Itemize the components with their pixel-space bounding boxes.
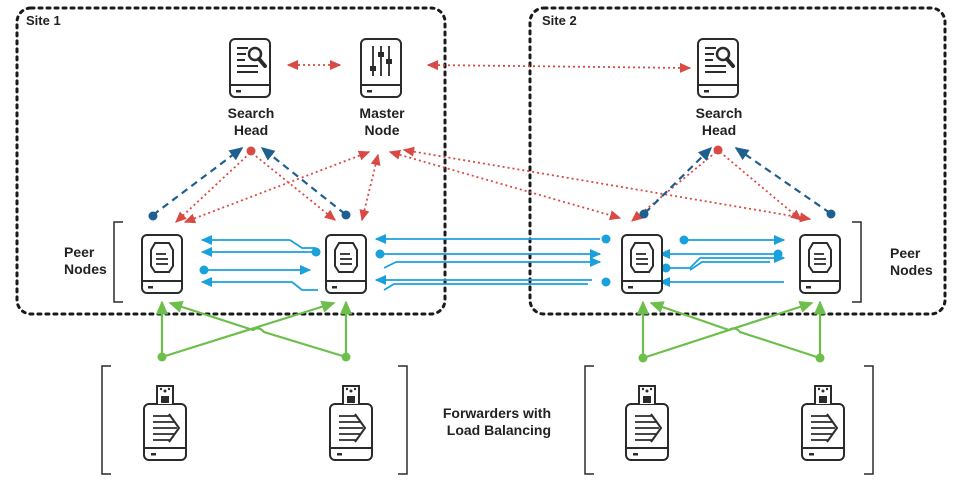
forwarder-site2-a-icon [625, 385, 669, 461]
forwarders-line1: Forwarders with [442, 405, 551, 421]
peer-nodes-site2-label: Peer Nodes [890, 245, 933, 279]
replication-links [200, 233, 786, 291]
site1-label: Site 1 [26, 13, 61, 28]
forwarder-site2-b-icon [801, 385, 845, 461]
forwarding-dots [157, 352, 825, 363]
peer-nodes-site2-line2: Nodes [890, 262, 933, 278]
search-head-site1-line2: Head [233, 122, 269, 138]
management-links [175, 59, 812, 224]
master-node-label: Master Node [359, 105, 404, 139]
peer-bracket-left-site1 [113, 221, 123, 303]
search-links [152, 146, 831, 216]
peer-nodes-site2-line1: Peer [890, 245, 921, 261]
master-node-line2: Node [364, 122, 400, 138]
fwd-bracket-right-site2 [864, 365, 874, 475]
fwd-bracket-left-site1 [101, 365, 111, 475]
search-head-site1-line1: Search [227, 105, 275, 121]
peer-nodes-site1-line2: Nodes [64, 261, 107, 277]
sh1-red-dot [246, 146, 256, 156]
forwarders-label: Forwarders with Load Balancing [426, 405, 551, 439]
master-node-icon [361, 39, 401, 97]
sh-link-dot-1 [148, 211, 158, 221]
peer-node-site2-b-icon [800, 235, 840, 293]
peer-nodes-site1-line1: Peer [64, 244, 95, 260]
sh-link-dot-2 [341, 210, 351, 220]
sh-link-dot-3 [639, 209, 649, 219]
peer-node-site1-b-icon [326, 235, 366, 293]
forwarding-links [155, 300, 827, 360]
search-head-site2-line2: Head [701, 122, 737, 138]
peer-nodes-site1-label: Peer Nodes [64, 244, 107, 278]
search-head-site2-icon [698, 39, 738, 97]
master-node-line1: Master [359, 105, 405, 121]
search-head-site1-label: Search Head [228, 105, 275, 139]
search-head-site2-line1: Search [695, 105, 743, 121]
peer-node-site1-a-icon [142, 235, 182, 293]
forwarder-site1-b-icon [329, 385, 373, 461]
peer-bracket-right-site2 [852, 221, 862, 303]
fwd-bracket-right-site1 [398, 365, 408, 475]
sh2-red-dot [713, 145, 723, 155]
forwarders-line2: Load Balancing [446, 422, 551, 438]
forwarder-site1-a-icon [143, 385, 187, 461]
search-head-site1-icon [230, 39, 270, 97]
peer-node-site2-a-icon [622, 235, 662, 293]
search-head-site2-label: Search Head [696, 105, 743, 139]
replication-dots [199, 234, 783, 287]
fwd-bracket-left-site2 [584, 365, 594, 475]
sh-link-dot-4 [826, 209, 836, 219]
site2-label: Site 2 [542, 13, 577, 28]
